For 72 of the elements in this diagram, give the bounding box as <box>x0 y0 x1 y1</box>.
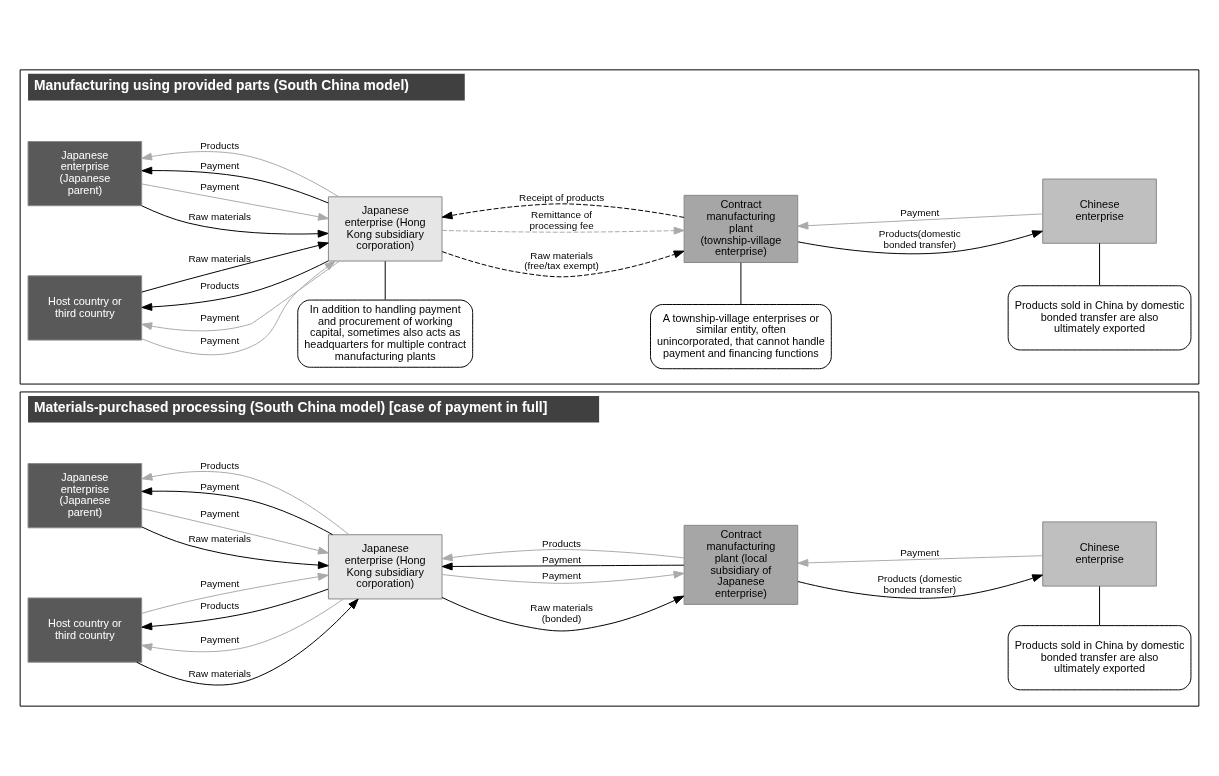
arrow <box>441 562 685 571</box>
connector <box>1099 585 1101 626</box>
arrow <box>141 241 329 293</box>
arrow <box>797 555 1043 567</box>
arrow <box>141 260 329 311</box>
arrow <box>141 205 329 238</box>
edge-label: Payment <box>200 577 240 589</box>
arrow <box>797 574 1043 599</box>
edge-label: Products <box>200 600 240 612</box>
edge-label: Raw materials <box>188 211 252 223</box>
node-box: Contract manufacturing plant (local subsidiary of Japanese enterprise) <box>683 524 799 605</box>
edge-label: Products (domestic bonded transfer) <box>877 572 963 595</box>
edge-label: Payment <box>900 546 940 558</box>
edge-label: Payment <box>542 569 582 581</box>
edge-label: Products <box>200 139 240 151</box>
arrow <box>141 471 350 536</box>
node-box: A township-village enterprises or similar entity, often unincorporated, that cannot handle payment and financing functions <box>650 304 832 370</box>
arrow <box>441 548 685 562</box>
arrow <box>141 588 329 631</box>
node-box: Products sold in China by domestic bonded transfer are also ultimately exported <box>1007 625 1192 691</box>
node-box: Japanese enterprise (Hong Kong subsidiary corporation) <box>327 196 443 262</box>
arrow <box>141 598 344 653</box>
node-box: Chinese enterprise <box>1042 521 1157 587</box>
arrow <box>141 572 329 614</box>
arrow <box>141 508 329 555</box>
arrow <box>141 166 329 204</box>
edge-label: Products(domestic bonded transfer) <box>878 227 961 250</box>
edge-label: Payment <box>200 181 240 193</box>
node-box: Japanese enterprise (Japanese parent) <box>27 463 143 529</box>
connector <box>740 262 742 305</box>
edge-label: Payment <box>200 334 240 346</box>
node-box: Host country or third country <box>27 275 143 341</box>
node-box: Japanese enterprise (Hong Kong subsidiary corporation) <box>327 534 443 600</box>
arrow <box>441 570 685 584</box>
edge-label: Raw materials (free/tax exempt) <box>524 249 599 272</box>
node-box: Contract manufacturing plant (township-village enterprise) <box>683 194 799 263</box>
edge-label: Payment <box>200 159 240 171</box>
connector <box>1099 242 1101 286</box>
edge-label: Raw materials <box>188 533 252 545</box>
edge-label: Raw materials <box>188 252 252 264</box>
arrow <box>797 230 1043 255</box>
arrow <box>141 260 340 332</box>
edge-label: Receipt of products <box>519 192 605 204</box>
node-box: Japanese enterprise (Japanese parent) <box>27 141 143 207</box>
edge-label: Products <box>200 460 240 472</box>
edge-label: Payment <box>200 311 240 323</box>
edge-label: Payment <box>542 553 582 565</box>
edge-label: Payment <box>200 633 240 645</box>
arrow <box>141 151 340 198</box>
edge-label: Raw materials (bonded) <box>530 602 593 625</box>
node-box: Chinese enterprise <box>1042 178 1157 244</box>
edge-label: Raw materials <box>188 667 252 679</box>
arrow <box>441 595 685 632</box>
edge-label: Payment <box>200 508 240 520</box>
arrow <box>136 598 359 686</box>
edge-label: Payment <box>900 207 940 219</box>
edge-label: Payment <box>200 480 240 492</box>
arrow <box>797 213 1043 230</box>
edge-label: Products <box>542 538 582 550</box>
node-box: In addition to handling payment and procurement of working capital, sometimes also acts as headquarters for multiple contract manufacturing plants <box>297 299 474 368</box>
node-box: Host country or third country <box>27 597 143 663</box>
arrow <box>141 260 336 356</box>
arrow <box>141 183 329 221</box>
edge-label: Products <box>200 280 240 292</box>
node-box: Products sold in China by domestic bonded transfer are also ultimately exported <box>1007 285 1192 351</box>
arrow <box>441 250 685 278</box>
arrow <box>441 203 685 220</box>
edge-label: Remittance of processing fee <box>529 209 594 231</box>
connector <box>384 260 386 301</box>
arrow <box>141 487 334 536</box>
arrow <box>141 526 329 570</box>
arrow <box>441 226 685 235</box>
